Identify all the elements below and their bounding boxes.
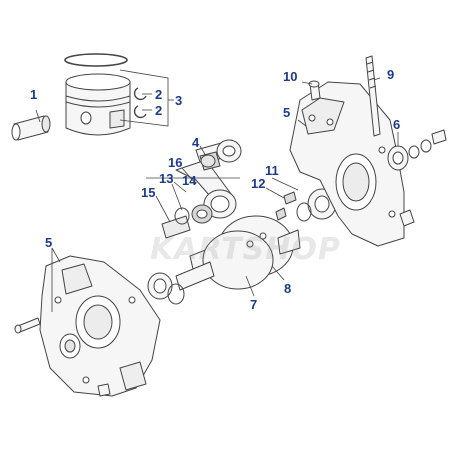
callout-label: 16 xyxy=(168,155,183,170)
callout-label: 2 xyxy=(155,87,163,102)
crank-pin xyxy=(161,215,191,239)
drain-plug xyxy=(308,80,321,101)
callout-label: 4 xyxy=(192,135,200,150)
callout-label: 5 xyxy=(283,105,291,120)
stud-bolt xyxy=(365,55,381,137)
circlip xyxy=(133,87,147,119)
callout-label: 12 xyxy=(251,176,266,191)
callout-label: 6 xyxy=(393,117,401,132)
callout-label: 1 xyxy=(30,87,38,102)
screw-left xyxy=(14,317,111,397)
oil-seal xyxy=(387,129,447,171)
piston-pin xyxy=(11,115,51,141)
piston xyxy=(65,73,131,136)
case-screw xyxy=(399,209,415,227)
dowel-pin xyxy=(275,191,297,221)
callout-label: 5 xyxy=(45,235,53,250)
leader-lines xyxy=(35,69,399,312)
crankshaft xyxy=(175,215,301,291)
needle-bearing-small xyxy=(199,151,221,171)
callout-label: 10 xyxy=(283,69,298,84)
piston-ring xyxy=(64,53,128,67)
callout-label: 9 xyxy=(387,67,395,82)
callout-label: 2 xyxy=(155,103,163,118)
callout-label: 14 xyxy=(182,173,197,188)
main-bearing-left xyxy=(147,272,185,305)
callout-label: 3 xyxy=(175,93,183,108)
big-end-bearing xyxy=(191,204,213,224)
crankcase-left xyxy=(39,255,161,397)
crankcase-right xyxy=(289,81,405,247)
callout-label: 11 xyxy=(265,163,279,178)
thrust-washer xyxy=(174,207,190,225)
callout-label: 13 xyxy=(159,171,174,186)
callout-label: 7 xyxy=(250,297,258,312)
callout-label: 8 xyxy=(284,281,292,296)
callout-label: 15 xyxy=(141,185,156,200)
watermark: KARTSHOP xyxy=(150,232,341,267)
